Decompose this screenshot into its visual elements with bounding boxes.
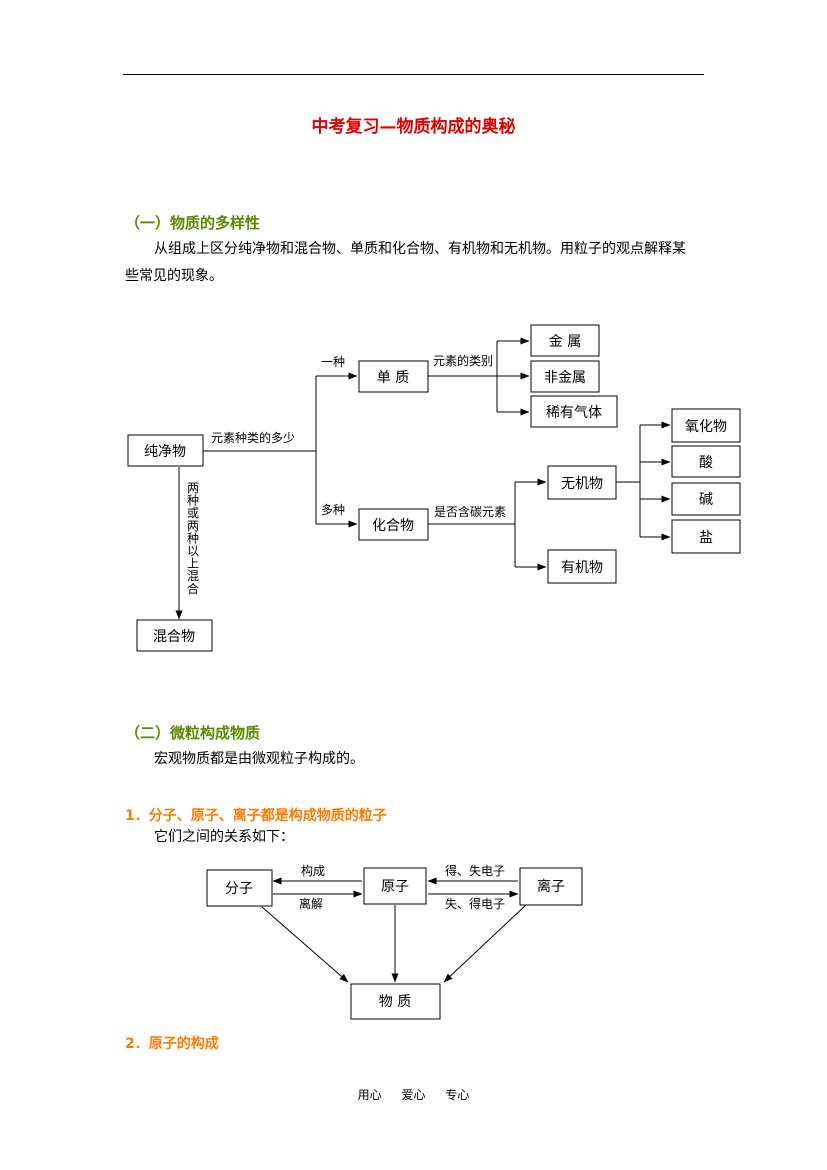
box-acid — [671, 445, 741, 478]
section2-para: 宏观物质都是由微观粒子构成的。 — [154, 751, 364, 767]
subheading1-para: 它们之间的关系如下： — [154, 829, 294, 845]
box-inorganic — [547, 465, 617, 500]
box-mixture — [136, 619, 213, 652]
section-heading-particles: （二）微粒构成物质 — [125, 724, 261, 742]
box-nonmetal — [530, 360, 600, 393]
label-base: 碱 — [699, 492, 713, 508]
header-rule — [123, 74, 704, 75]
subheading-atom-structure: 2．原子的构成 — [125, 1036, 219, 1052]
box-element-substance — [358, 360, 429, 393]
label-organic: 有机物 — [561, 560, 603, 576]
label-oxide: 氧化物 — [685, 419, 727, 435]
box-metal — [530, 324, 600, 357]
edge-label-mixed-vertical: 两种或两种以上混合 — [187, 481, 199, 596]
label-mixture: 混合物 — [153, 629, 195, 645]
box-atom — [363, 867, 427, 905]
label-molecule: 分子 — [225, 881, 253, 897]
arrow-molecule-to-matter — [261, 906, 349, 983]
matter-classification-diagram: 纯净物 混合物 单 质 化合物 金 属 非金属 稀有气体 无机物 有机物 氧化物… — [127, 324, 741, 652]
label-matter: 物 质 — [379, 994, 411, 1010]
label-noble-gas: 稀有气体 — [546, 405, 602, 421]
footer-word-2: 爱心 — [401, 1088, 426, 1102]
page-title: 中考复习—物质构成的奥秘 — [311, 117, 516, 137]
subheading-particles-form-matter: 1．分子、原子、离子都是构成物质的粒子 — [125, 808, 387, 824]
label-ion: 离子 — [537, 878, 565, 895]
section-heading-diversity: （一）物质的多样性 — [125, 214, 261, 232]
box-noble-gas — [530, 395, 618, 428]
label-element-substance: 单 质 — [377, 370, 409, 386]
label-inorganic: 无机物 — [561, 476, 603, 492]
edge-label-gain-lose-electrons: 得、失电子 — [445, 863, 505, 878]
box-oxide — [671, 408, 741, 443]
section1-para-line2: 些常见的现象。 — [125, 268, 223, 284]
box-matter — [350, 983, 441, 1020]
edge-label-element-type: 元素的类别 — [433, 353, 493, 368]
box-salt — [671, 519, 741, 554]
section1-para-line1: 从组成上区分纯净物和混合物、单质和化合物、有机物和无机物。用粒子的观点解释某 — [154, 241, 686, 257]
label-nonmetal: 非金属 — [544, 370, 586, 386]
label-compound: 化合物 — [372, 518, 414, 534]
box-pure-substance — [127, 434, 204, 467]
label-acid: 酸 — [699, 455, 713, 471]
edge-label-many-kinds: 多种 — [321, 503, 345, 517]
edge-label-contains-carbon: 是否含碳元素 — [434, 504, 506, 519]
edge-label-dissociate: 离解 — [299, 896, 323, 911]
edge-label-one-kind: 一种 — [321, 355, 345, 369]
box-compound — [358, 508, 429, 541]
label-atom: 原子 — [381, 879, 409, 895]
box-base — [671, 482, 741, 516]
arrow-ion-to-matter — [443, 904, 527, 983]
edge-label-lose-gain-electrons: 失、得电子 — [445, 896, 505, 911]
box-ion — [519, 867, 583, 906]
edge-label-element-kinds: 元素种类的多少 — [211, 430, 295, 445]
box-molecule — [206, 869, 273, 907]
label-metal: 金 属 — [549, 334, 581, 350]
edge-label-form: 构成 — [301, 863, 325, 878]
label-salt: 盐 — [699, 530, 713, 546]
footer-word-3: 专心 — [445, 1088, 470, 1102]
box-organic — [547, 549, 617, 584]
particle-relation-diagram: 分子 原子 离子 物 质 构成 离解 得、失电子 失、得电子 — [206, 863, 583, 1020]
footer-word-1: 用心 — [357, 1088, 382, 1102]
page-footer: 用心 爱心 专心 — [0, 1086, 827, 1103]
label-pure-substance: 纯净物 — [144, 444, 186, 460]
